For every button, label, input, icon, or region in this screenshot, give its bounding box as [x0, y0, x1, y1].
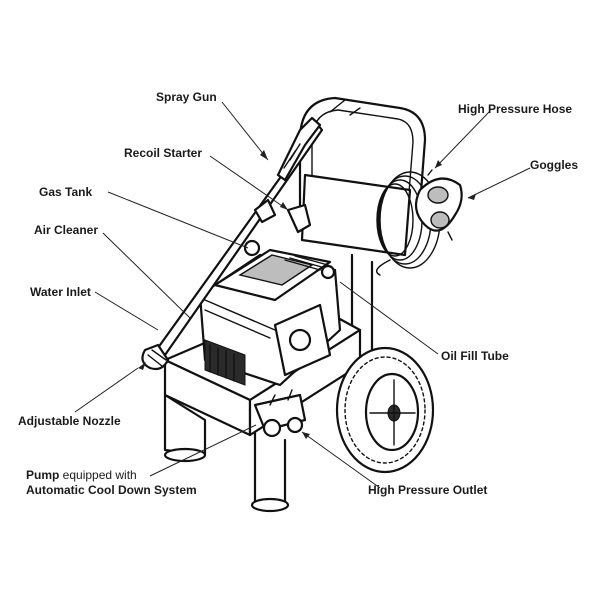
engine [198, 239, 342, 387]
label-gas-tank: Gas Tank [39, 185, 93, 199]
leader-high-pressure-outlet [301, 431, 381, 489]
label-water-inlet: Water Inlet [30, 285, 91, 299]
label-adjustable-nozzle: Adjustable Nozzle [18, 414, 121, 428]
label-spray-gun: Spray Gun [156, 90, 217, 104]
leader-air-cleaner [102, 232, 191, 319]
label-recoil-starter: Recoil Starter [124, 146, 203, 160]
leader-spray-gun [221, 101, 269, 161]
label-pump-line2: Automatic Cool Down System [26, 483, 197, 497]
goggles [414, 169, 463, 241]
frame-legs [163, 253, 374, 513]
label-pump-bold: Pump [26, 468, 60, 482]
label-high-pressure-hose: High Pressure Hose [458, 102, 573, 116]
leader-high-pressure-hose [434, 110, 491, 169]
label-air-cleaner: Air Cleaner [34, 223, 99, 237]
leader-oil-fill-tube [339, 281, 439, 355]
spray-gun [141, 116, 324, 371]
label-high-pressure-outlet: High Pressure Outlet [368, 483, 488, 497]
label-goggles: Goggles [530, 158, 579, 172]
wheel [335, 346, 435, 474]
leader-gas-tank [107, 191, 249, 249]
leader-adjustable-nozzle [74, 367, 139, 413]
label-oil-fill-tube: Oil Fill Tube [441, 349, 509, 363]
pump [253, 389, 307, 438]
leader-goggles [467, 167, 531, 199]
leader-recoil-starter [209, 155, 289, 211]
label-pump-rest: equipped with [59, 468, 137, 482]
leader-pump [149, 424, 257, 477]
label-pump: Pump equipped with [26, 468, 137, 482]
leader-water-inlet [94, 291, 159, 331]
